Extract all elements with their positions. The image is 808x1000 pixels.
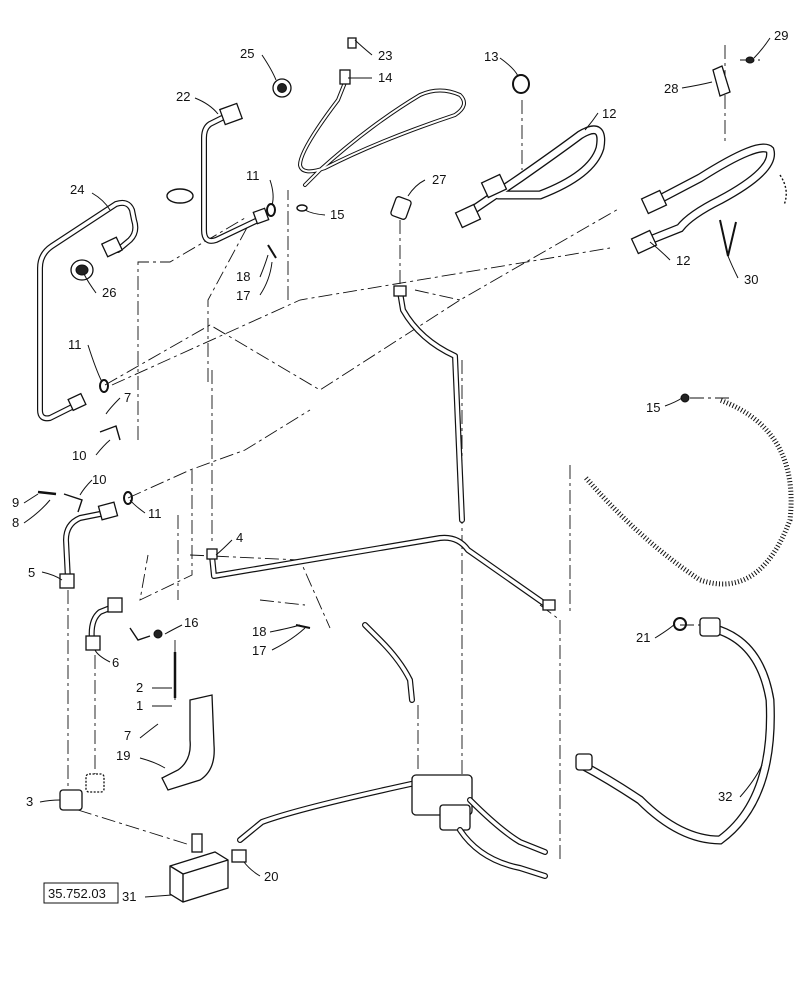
callout-numbers: 25 22 23 14 13 12 11 24 15 27 12 30 28 2… <box>12 28 788 904</box>
nut-29 <box>745 56 755 64</box>
bracket-30 <box>719 219 737 257</box>
tube-22 <box>201 102 270 244</box>
tube-5 <box>59 501 119 589</box>
clamp-ring <box>166 188 194 204</box>
washer-15-top <box>296 204 308 212</box>
hose-32 <box>575 617 775 845</box>
callout-12-right: 12 <box>676 253 690 268</box>
reference-box-label: 35.752.03 <box>48 886 106 901</box>
ring-11-mid <box>99 379 109 393</box>
fitting-25 <box>272 78 292 98</box>
callout-11-low: 11 <box>148 506 162 521</box>
callout-3: 3 <box>26 794 33 809</box>
callout-9: 9 <box>12 495 19 510</box>
callout-18-top: 18 <box>236 269 250 284</box>
callout-25: 25 <box>240 46 254 61</box>
callout-29: 29 <box>774 28 788 43</box>
callout-11-mid: 11 <box>68 337 82 352</box>
fitting-26 <box>70 259 94 281</box>
hose-14 <box>297 37 466 187</box>
callout-18-mid: 18 <box>252 624 266 639</box>
tube-6 <box>85 597 123 651</box>
callout-11-top: 11 <box>246 168 260 183</box>
tube-24 <box>37 199 139 422</box>
elbow-3 <box>59 789 83 811</box>
callout-17-top: 17 <box>236 288 250 303</box>
valve-block-31 <box>169 833 229 903</box>
ring-13 <box>512 74 530 94</box>
callout-7-top: 7 <box>124 390 131 405</box>
callout-1: 1 <box>136 698 143 713</box>
rigid-tube-4 <box>206 534 556 611</box>
callout-13: 13 <box>484 49 498 64</box>
reference-box: 35.752.03 <box>43 882 119 904</box>
callout-15-top: 15 <box>330 207 344 222</box>
callout-14: 14 <box>378 70 392 85</box>
hose-12-upper <box>454 125 606 229</box>
valve-assembly <box>411 774 548 879</box>
assembly-center-lines <box>67 45 760 860</box>
o-ring-21 <box>673 617 687 631</box>
ring-11-top <box>266 203 276 217</box>
callout-30: 30 <box>744 272 758 287</box>
callout-12-upper: 12 <box>602 106 616 121</box>
dotted-hose <box>584 397 794 587</box>
elbow-left-top <box>85 773 105 793</box>
callout-4: 4 <box>236 530 243 545</box>
callout-22: 22 <box>176 89 190 104</box>
callout-23: 23 <box>378 48 392 63</box>
callout-10-top: 10 <box>72 448 86 463</box>
callout-7-low: 7 <box>124 728 131 743</box>
callout-26: 26 <box>102 285 116 300</box>
clip-coil <box>779 174 787 206</box>
tube-upper-valve <box>362 622 415 703</box>
callout-17-mid: 17 <box>252 643 266 658</box>
elbow-27 <box>390 196 412 220</box>
callout-32: 32 <box>718 789 732 804</box>
washer-15-right <box>680 393 690 403</box>
callout-16: 16 <box>184 615 198 630</box>
clamp-10-lower <box>63 493 83 513</box>
bolt-18-17-top <box>267 244 277 259</box>
callout-19: 19 <box>116 748 130 763</box>
bracket-28 <box>712 65 731 97</box>
callout-5: 5 <box>28 565 35 580</box>
callout-8: 8 <box>12 515 19 530</box>
tube-20 <box>231 779 423 863</box>
callout-2: 2 <box>136 680 143 695</box>
callout-24: 24 <box>70 182 84 197</box>
clamp-10-upper <box>99 425 121 441</box>
callout-21: 21 <box>636 630 650 645</box>
callout-28: 28 <box>664 81 678 96</box>
rigid-tube-vertical <box>393 285 465 523</box>
bracket-19 <box>161 694 215 791</box>
callout-27: 27 <box>432 172 446 187</box>
callout-20: 20 <box>264 869 278 884</box>
bolt-9 <box>37 490 57 496</box>
callout-6: 6 <box>112 655 119 670</box>
hose-12-right <box>630 143 776 255</box>
bracket-16-clamp <box>129 627 163 641</box>
callout-10-low: 10 <box>92 472 106 487</box>
ring-11-low <box>123 491 133 505</box>
callout-leaders <box>23 37 771 898</box>
callout-15-right: 15 <box>646 400 660 415</box>
callout-31: 31 <box>122 889 136 904</box>
